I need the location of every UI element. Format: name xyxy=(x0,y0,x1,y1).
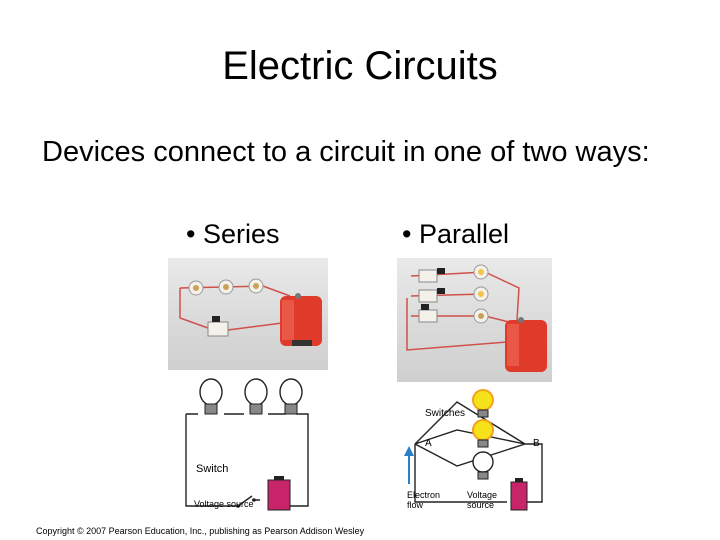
bulb-icon xyxy=(472,451,494,480)
switch-icon xyxy=(236,495,256,508)
bulb-icon xyxy=(199,378,223,415)
battery-icon xyxy=(267,476,291,511)
parallel-source-label-1: Voltage xyxy=(467,490,497,500)
parallel-point-a: A xyxy=(425,438,432,449)
series-circuit-diagram: Switch Voltage source xyxy=(168,372,318,520)
parallel-source-label-2: source xyxy=(467,500,494,510)
slide-body-text: Devices connect to a circuit in one of t… xyxy=(42,136,650,168)
parallel-flow-label-1: Electron xyxy=(407,490,440,500)
parallel-point-b: B xyxy=(533,438,540,449)
parallel-diagram-svg: Switches A B Electron flow Voltage sourc… xyxy=(404,389,543,511)
series-switch-label: Switch xyxy=(196,463,228,475)
parallel-circuit-photo xyxy=(397,258,552,382)
parallel-switches-label: Switches xyxy=(425,408,465,419)
bulb-icon xyxy=(472,419,494,448)
battery-icon xyxy=(510,478,528,511)
bulb-icon xyxy=(472,389,494,418)
bulb-icon xyxy=(279,378,303,415)
slide-title: Electric Circuits xyxy=(222,44,498,88)
series-diagram-svg: Switch Voltage source xyxy=(185,378,309,511)
series-circuit-photo xyxy=(168,258,328,370)
bulb-icon xyxy=(244,378,268,415)
parallel-photo-illustration xyxy=(406,264,547,372)
parallel-circuit-diagram: Switches A B Electron flow Voltage sourc… xyxy=(397,384,552,520)
bullet-parallel: • Parallel xyxy=(402,219,509,249)
series-photo-illustration xyxy=(179,278,322,346)
copyright-notice: Copyright © 2007 Pearson Education, Inc.… xyxy=(36,526,365,536)
bullet-series: • Series xyxy=(186,219,280,249)
arrow-up-icon xyxy=(404,446,414,484)
series-source-label: Voltage source xyxy=(194,499,254,509)
parallel-flow-label-2: flow xyxy=(407,500,424,510)
